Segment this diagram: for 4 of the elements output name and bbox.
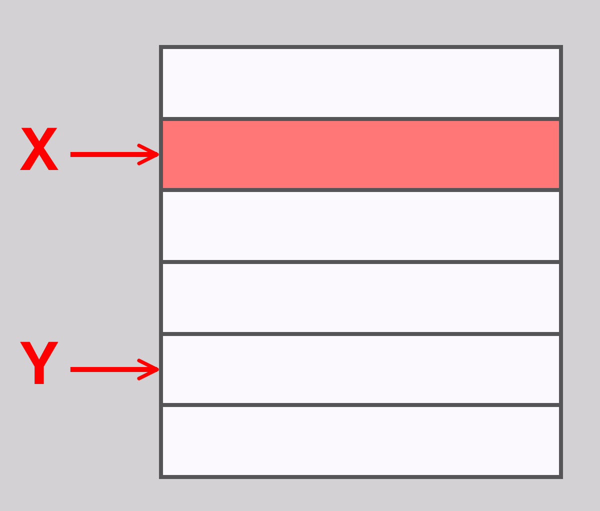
arrow [70,358,159,380]
row-label: X [20,122,58,186]
row-label: Y [20,336,58,400]
arrow [70,144,159,166]
